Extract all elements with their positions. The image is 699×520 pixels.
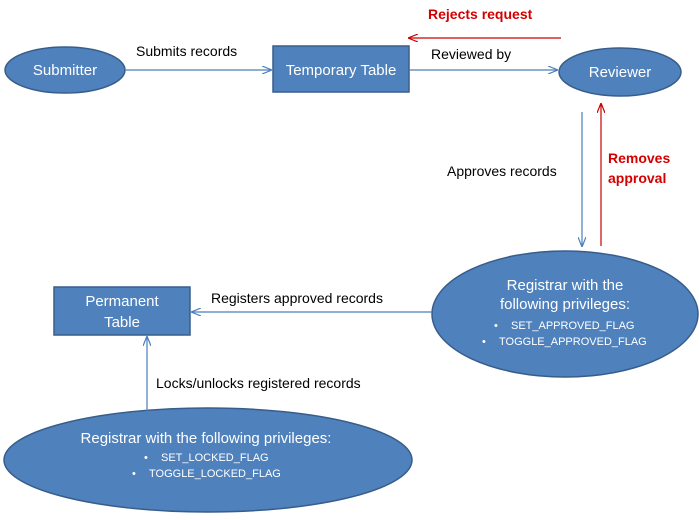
bullet-icon: •: [482, 336, 486, 348]
rejects-request-label: Rejects request: [428, 6, 533, 22]
registrar-approve-node: Registrar with the following privileges:…: [431, 250, 699, 378]
reviewer-node: Reviewer: [558, 47, 682, 97]
submits-records-label: Submits records: [136, 43, 237, 59]
privilege-set-approved-flag: SET_APPROVED_FLAG: [511, 320, 635, 332]
bullet-icon: •: [494, 320, 498, 332]
bullet-icon: •: [132, 468, 136, 480]
permanent-table-label-line1: Permanent: [85, 293, 159, 310]
registrar-approve-line2: following privileges:: [500, 296, 630, 313]
privilege-set-locked-flag: SET_LOCKED_FLAG: [161, 452, 269, 464]
registrar-lock-node: Registrar with the following privileges:…: [3, 407, 413, 513]
registers-approved-records-label: Registers approved records: [211, 290, 383, 306]
temporary-table-node: Temporary Table: [272, 45, 410, 93]
registrar-lock-line1: Registrar with the following privileges:: [81, 430, 332, 447]
privilege-toggle-approved-flag: TOGGLE_APPROVED_FLAG: [499, 336, 647, 348]
reviewer-label: Reviewer: [589, 64, 652, 81]
permanent-table-node: Permanent Table: [53, 286, 191, 336]
temporary-table-label: Temporary Table: [286, 62, 397, 79]
locks-unlocks-registered-records-label: Locks/unlocks registered records: [156, 375, 361, 391]
reviewed-by-label: Reviewed by: [431, 46, 511, 62]
approves-records-label: Approves records: [447, 163, 557, 179]
removes-approval-label-line1: Removes: [608, 150, 670, 166]
permanent-table-label-line2: Table: [104, 314, 140, 331]
registrar-approve-line1: Registrar with the: [507, 277, 624, 294]
submitter-node: Submitter: [4, 46, 126, 94]
removes-approval-label-line2: approval: [608, 170, 666, 186]
submitter-label: Submitter: [33, 62, 97, 79]
bullet-icon: •: [144, 452, 148, 464]
privilege-toggle-locked-flag: TOGGLE_LOCKED_FLAG: [149, 468, 281, 480]
